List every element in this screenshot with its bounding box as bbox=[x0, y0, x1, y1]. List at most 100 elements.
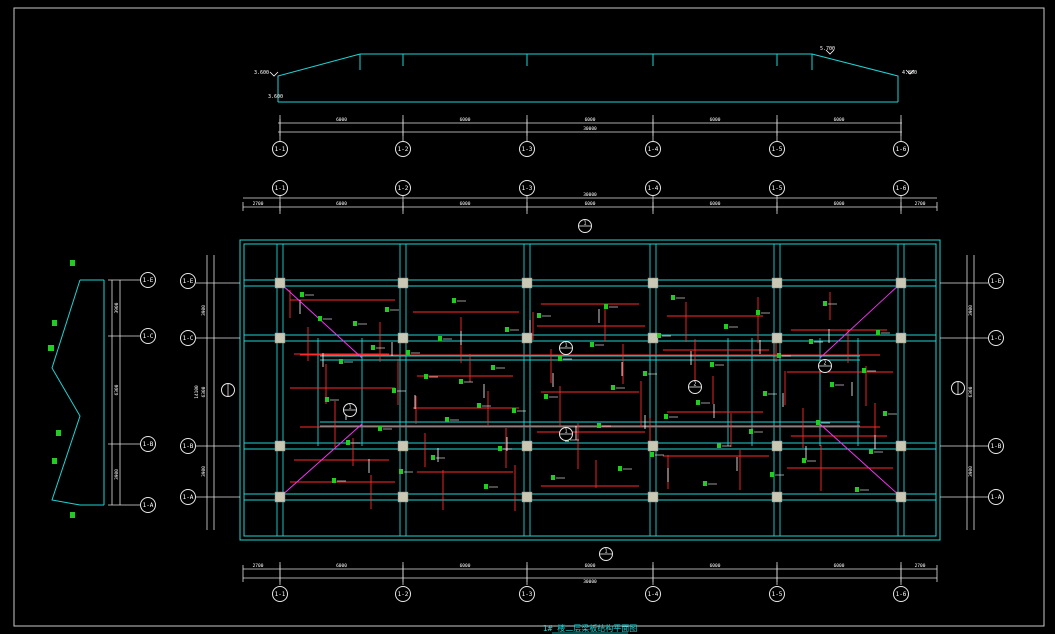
axis-bubble-top2-1-label: 1-2 bbox=[398, 185, 409, 192]
dimTextRight-label-0: 3900 bbox=[968, 305, 974, 316]
dimTextTop-label-4: 6000 bbox=[834, 201, 845, 207]
axis-bubble-right-1: 1-C bbox=[988, 330, 1004, 346]
rebar-tag-48 bbox=[484, 484, 488, 489]
rebar-tag-0 bbox=[300, 292, 304, 297]
rebar-tag-42 bbox=[756, 310, 760, 315]
rebar-tag-36 bbox=[438, 336, 442, 341]
axis-bubble-profile-1-circle bbox=[140, 328, 156, 344]
axis-bubble-top2-5: 1-6 bbox=[893, 180, 909, 196]
axis-bubble-bottom-0: 1-1 bbox=[272, 586, 288, 602]
elev-label-right-top: 5.700 bbox=[820, 46, 835, 52]
axis-bubble-left-2-label: 1-B bbox=[183, 443, 194, 450]
section-mark-label-0: 1 bbox=[583, 221, 586, 227]
axis-bubble-top2-4-circle bbox=[769, 180, 785, 196]
section-mark-label-3: 2 bbox=[693, 382, 696, 388]
top-elev-triangles bbox=[269, 49, 915, 77]
rebar-tag-8 bbox=[724, 324, 728, 329]
rebar-tag-13 bbox=[399, 469, 403, 474]
drawing-border bbox=[13, 7, 1045, 627]
column-1-1 bbox=[397, 332, 409, 344]
rebar-tag-28 bbox=[604, 304, 608, 309]
column-3-5 bbox=[895, 491, 907, 503]
axis-bubble-profile-3-label: 1-A bbox=[143, 502, 154, 509]
axis-bubble-profile-0: 1-E bbox=[140, 272, 156, 288]
axis-bubble-bottom-0-label: 1-1 bbox=[275, 591, 286, 598]
plan-rebar-tags bbox=[300, 292, 897, 492]
axis-bubble-right-1-circle bbox=[988, 330, 1004, 346]
axis-bubble-top2-3: 1-4 bbox=[645, 180, 661, 196]
section-mark-1: 1 bbox=[559, 341, 573, 355]
rebar-tag-15 bbox=[505, 327, 509, 332]
axis-bubble-bottom-4-circle bbox=[769, 586, 785, 602]
rebar-tag-24 bbox=[392, 388, 396, 393]
rebar-tag-22 bbox=[876, 330, 880, 335]
axis-bubble-top1-3-label: 1-4 bbox=[648, 146, 659, 153]
axis-bubble-top1-1: 1-2 bbox=[395, 141, 411, 157]
rebar-tag-3 bbox=[459, 379, 463, 384]
side-dim-bottom-right: 2700 bbox=[915, 563, 926, 569]
rebar-tag-35 bbox=[385, 307, 389, 312]
axis-bubble-profile-1-label: 1-C bbox=[143, 333, 154, 340]
axis-bubble-top1-0-label: 1-1 bbox=[275, 146, 286, 153]
axis-bubble-top2-2-label: 1-3 bbox=[522, 185, 533, 192]
dimTextBottom-label-4: 6000 bbox=[834, 563, 845, 569]
plan-columns bbox=[274, 277, 907, 503]
rebar-tag-7 bbox=[671, 295, 675, 300]
brace-br bbox=[819, 423, 902, 498]
column-1-0 bbox=[274, 332, 286, 344]
axis-bubble-top1-5-circle bbox=[893, 141, 909, 157]
axis-bubble-left-3-circle bbox=[180, 489, 196, 505]
column-0-4 bbox=[771, 277, 783, 289]
axis-bubble-top2-5-label: 1-6 bbox=[896, 185, 907, 192]
axis-bubble-left-3-label: 1-A bbox=[183, 494, 194, 501]
dimTextProfile-label-1: 6300 bbox=[114, 384, 120, 395]
axis-bubble-left-0-label: 1-E bbox=[183, 278, 194, 285]
column-0-0 bbox=[274, 277, 286, 289]
top-section-profile bbox=[277, 53, 899, 103]
axis-bubble-top2-4: 1-5 bbox=[769, 180, 785, 196]
axis-bubble-top1-3-circle bbox=[645, 141, 661, 157]
axis-bubble-top1-4-circle bbox=[769, 141, 785, 157]
rebar-tag-29 bbox=[657, 333, 661, 338]
rebar-tag-26 bbox=[498, 446, 502, 451]
dimTextTop-label-0: 6000 bbox=[336, 201, 347, 207]
section-mark-0: 1 bbox=[578, 219, 592, 233]
rebar-tag-40 bbox=[650, 452, 654, 457]
plan-diagonal-braces bbox=[279, 282, 902, 498]
plan-outline bbox=[239, 239, 941, 541]
axis-bubble-profile-0-circle bbox=[140, 272, 156, 288]
dimTextUpper-label-1: 6000 bbox=[460, 117, 471, 123]
rebar-tag-19 bbox=[717, 443, 721, 448]
axis-bubble-top1-3: 1-4 bbox=[645, 141, 661, 157]
column-0-2 bbox=[521, 277, 533, 289]
section-mark-6: 1 bbox=[599, 547, 613, 561]
axis-bubble-top1-4: 1-5 bbox=[769, 141, 785, 157]
axis-bubble-top1-1-circle bbox=[395, 141, 411, 157]
axis-bubble-top2-0: 1-1 bbox=[272, 180, 288, 196]
dimTextTop-label-3: 6000 bbox=[710, 201, 721, 207]
rebar-tag-31 bbox=[763, 391, 767, 396]
axis-bubble-bottom-1-label: 1-2 bbox=[398, 591, 409, 598]
rebar-tag-14 bbox=[452, 298, 456, 303]
dimTextRight-label-2: 3900 bbox=[968, 466, 974, 477]
rebar-tag-47 bbox=[431, 455, 435, 460]
axis-col-right: 1-E1-C1-B1-A bbox=[940, 273, 1004, 505]
drawing-title: 1# 楼二层梁板结构平面图 bbox=[543, 623, 637, 633]
dimTextTop-label-1: 6000 bbox=[460, 201, 471, 207]
axis-bubble-right-3-circle bbox=[988, 489, 1004, 505]
rebar-tag-25 bbox=[445, 417, 449, 422]
axis-bubble-top2-3-circle bbox=[645, 180, 661, 196]
rebar-tag-59 bbox=[477, 403, 481, 408]
plan-dimension-chain-left bbox=[206, 255, 215, 530]
column-1-5 bbox=[895, 332, 907, 344]
axis-bubble-left-2: 1-B bbox=[180, 438, 196, 454]
section-mark-3: 2 bbox=[688, 380, 702, 394]
plan-rebar-lines bbox=[289, 290, 893, 511]
axis-bubble-right-3: 1-A bbox=[988, 489, 1004, 505]
side-section-mark-0 bbox=[221, 383, 235, 397]
